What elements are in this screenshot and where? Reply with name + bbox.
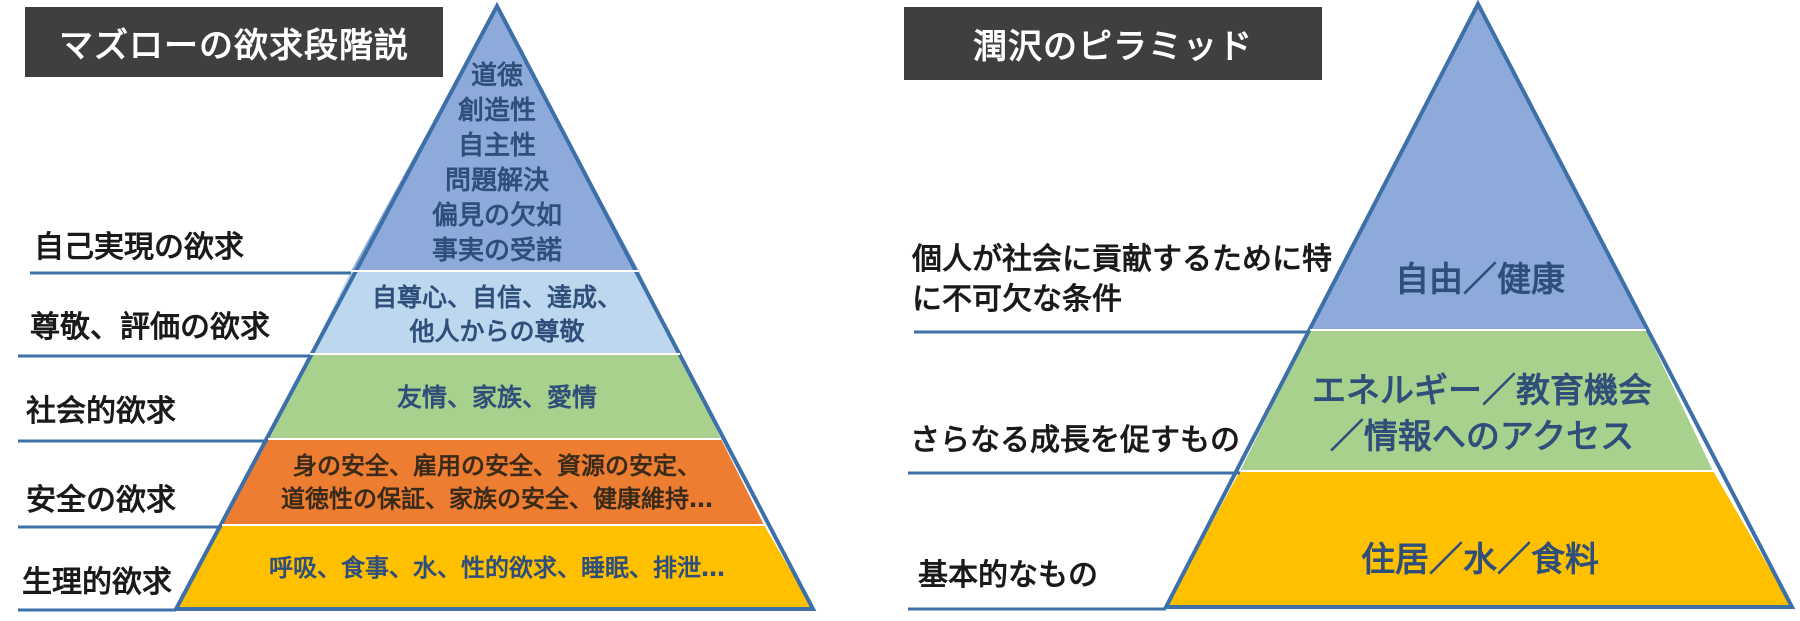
band-line: エネルギー／教育機会 — [1312, 371, 1652, 411]
right-label-growth: さらなる成長を促すもの — [910, 423, 1240, 458]
right-band-text-growth: エネルギー／教育機会 ／情報へのアクセス — [1272, 364, 1692, 464]
right-band-text-basic: 住居／水／食料 — [1250, 520, 1710, 600]
band-line: 自主性 — [457, 131, 536, 161]
left-label-physiological: 生理的欲求 — [22, 565, 172, 600]
right-title: 潤沢のピラミッド — [904, 7, 1322, 80]
right-band-basic — [1166, 471, 1792, 607]
left-label-self-actualization: 自己実現の欲求 — [34, 230, 244, 265]
left-band-text-physiological: 呼吸、食事、水、性的欲求、睡眠、排泄… — [232, 532, 762, 604]
left-band-safety — [222, 439, 764, 525]
left-band-self-actualization — [351, 6, 639, 271]
left-label-social: 社会的欲求 — [26, 394, 176, 429]
right-band-text-freedom-health: 自由／健康 — [1340, 240, 1620, 320]
band-line: 身の安全、雇用の安全、資源の安定、 — [293, 452, 701, 480]
band-line: 事実の受諾 — [431, 236, 562, 266]
right-band-freedom-health — [1310, 4, 1646, 330]
right-band-growth — [1240, 330, 1713, 471]
left-title: マズローの欲求段階説 — [25, 7, 443, 77]
left-band-physiological — [176, 525, 813, 609]
band-line: 他人からの尊敬 — [409, 317, 585, 346]
left-band-text-social: 友情、家族、愛情 — [317, 360, 677, 436]
left-band-text-self-actualization: 道徳 創造性 自主性 問題解決 偏見の欠如 事実の受諾 — [397, 58, 597, 270]
band-line: 呼吸、食事、水、性的欲求、睡眠、排泄… — [269, 553, 725, 582]
band-line: 偏見の欠如 — [431, 201, 562, 231]
left-band-social — [268, 354, 721, 439]
band-line: 自由／健康 — [1395, 260, 1565, 300]
left-band-esteem — [310, 271, 680, 354]
right-label-essential-conditions: 個人が社会に貢献するために特に不可欠な条件 — [912, 242, 1332, 317]
band-line: 自尊心、自信、達成、 — [371, 283, 622, 312]
band-line: ／情報へのアクセス — [1329, 417, 1635, 457]
band-line: 問題解決 — [444, 166, 549, 196]
left-band-text-safety: 身の安全、雇用の安全、資源の安定、 道徳性の保証、家族の安全、健康維持… — [242, 445, 752, 521]
right-pyramid-outline — [1162, 0, 1796, 609]
band-line: 友情、家族、愛情 — [396, 383, 597, 412]
band-line: 住居／水／食料 — [1361, 540, 1599, 580]
left-label-safety: 安全の欲求 — [26, 483, 176, 518]
left-label-esteem: 尊敬、評価の欲求 — [30, 310, 270, 345]
left-band-text-esteem: 自尊心、自信、達成、 他人からの尊敬 — [337, 279, 657, 351]
band-line: 道徳性の保証、家族の安全、健康維持… — [281, 485, 713, 513]
left-pyramid-outline — [172, 1, 817, 611]
band-line: 道徳 — [470, 61, 523, 91]
right-label-basic: 基本的なもの — [918, 558, 1098, 593]
band-line: 創造性 — [457, 96, 536, 126]
